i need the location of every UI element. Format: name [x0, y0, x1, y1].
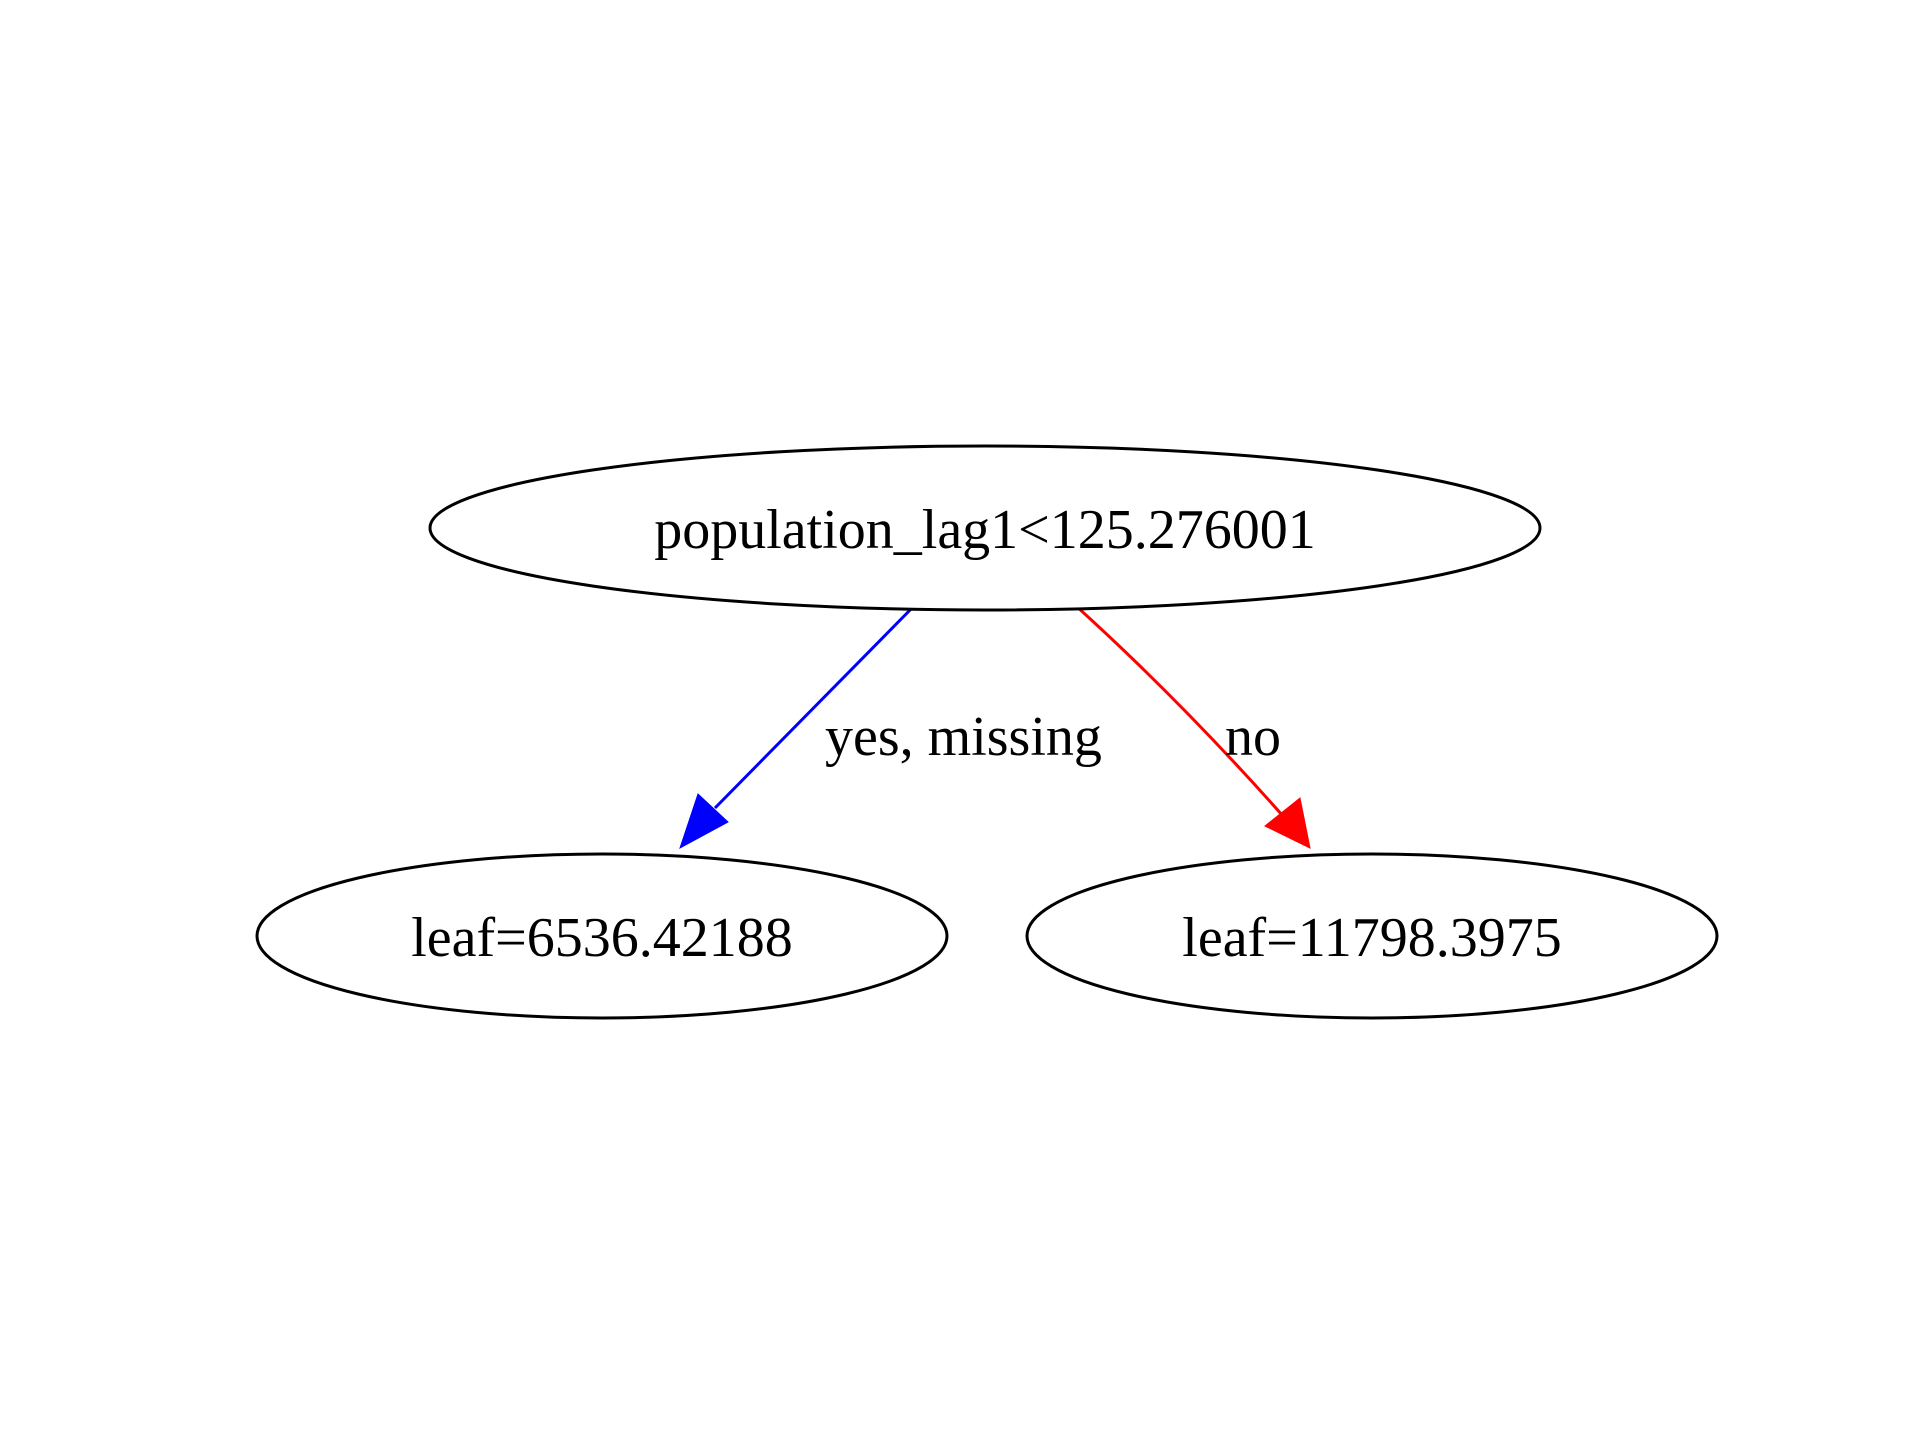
leaf-node-left: leaf=6536.42188: [255, 852, 949, 1020]
edge-no: no: [1073, 603, 1311, 849]
edge-yes-label: yes, missing: [825, 706, 1102, 768]
edge-yes-arrowhead: [679, 793, 729, 850]
root-node-shape: [428, 444, 1542, 612]
edge-yes-line: [713, 603, 917, 810]
leaf-node-right-shape: [1025, 852, 1719, 1020]
root-node: population_lag1<125.276001: [428, 444, 1542, 612]
leaf-node-left-shape: [255, 852, 949, 1020]
root-node-label: population_lag1<125.276001: [654, 499, 1316, 561]
edge-yes: yes, missing: [679, 603, 1102, 850]
leaf-node-left-label: leaf=6536.42188: [411, 907, 793, 969]
leaf-node-right: leaf=11798.3975: [1025, 852, 1719, 1020]
edge-no-line: [1073, 603, 1285, 817]
edge-no-arrowhead: [1264, 797, 1311, 849]
edge-no-label: no: [1225, 706, 1281, 768]
leaf-node-right-label: leaf=11798.3975: [1182, 907, 1561, 969]
